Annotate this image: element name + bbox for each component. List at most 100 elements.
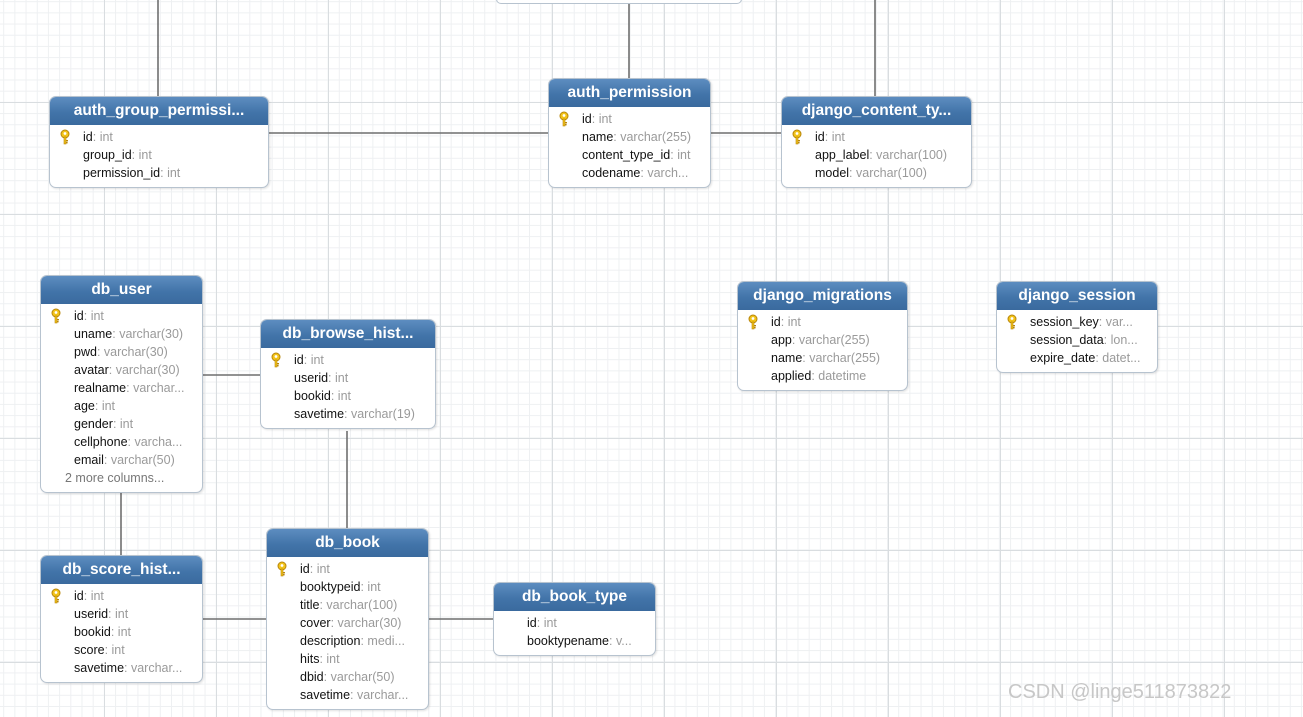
column-type: varchar(30) (115, 363, 180, 377)
column-row[interactable]: savetime: varchar(19) (261, 405, 435, 423)
column-type-separator: : (110, 625, 118, 639)
column-row[interactable]: gender: int (41, 415, 202, 433)
column-row[interactable]: uname: varchar(30) (41, 325, 202, 343)
primary-key-icon (1007, 314, 1017, 330)
table-header[interactable]: django_session (997, 282, 1157, 310)
column-type: varchar(30) (103, 345, 168, 359)
column-row[interactable]: id: int (267, 560, 428, 578)
column-row[interactable]: email: varchar(50) (41, 451, 202, 469)
column-row[interactable]: age: int (41, 397, 202, 415)
column-type-separator: : (103, 453, 111, 467)
column-row[interactable]: id: int (41, 587, 202, 605)
table-header[interactable]: auth_permission (549, 79, 710, 107)
column-row[interactable]: savetime: varchar... (267, 686, 428, 704)
column-type: varchar... (130, 661, 183, 675)
column-type: int (326, 652, 340, 666)
column-row[interactable]: hits: int (267, 650, 428, 668)
column-type-separator: : (609, 634, 616, 648)
column-row[interactable]: cellphone: varcha... (41, 433, 202, 451)
column-row[interactable]: id: int (261, 351, 435, 369)
column-row[interactable]: id: int (738, 313, 907, 331)
column-name: app (771, 333, 792, 347)
column-type-separator: : (328, 371, 335, 385)
column-row[interactable]: id: int (549, 110, 710, 128)
primary-key-icon (51, 588, 61, 604)
column-row[interactable]: app: varchar(255) (738, 331, 907, 349)
table-header[interactable]: db_book_type (494, 583, 655, 611)
column-row[interactable]: id: int (41, 307, 202, 325)
column-row[interactable]: savetime: varchar... (41, 659, 202, 677)
column-row[interactable]: userid: int (261, 369, 435, 387)
column-row[interactable]: bookid: int (261, 387, 435, 405)
column-name: id (527, 616, 537, 630)
column-row[interactable]: permission_id: int (50, 164, 268, 182)
column-type-separator: : (83, 309, 91, 323)
column-row[interactable]: cover: varchar(30) (267, 614, 428, 632)
column-row[interactable]: title: varchar(100) (267, 596, 428, 614)
column-name: name (771, 351, 803, 365)
column-row[interactable]: applied: datetime (738, 367, 907, 385)
column-row[interactable]: content_type_id: int (549, 146, 710, 164)
column-type-separator: : (536, 616, 544, 630)
more-columns-link[interactable]: 2 more columns... (65, 471, 165, 485)
column-name: uname (74, 327, 113, 341)
column-row[interactable]: name: varchar(255) (549, 128, 710, 146)
column-row[interactable]: model: varchar(100) (782, 164, 971, 182)
column-row[interactable]: bookid: int (41, 623, 202, 641)
column-name: content_type_id (582, 148, 671, 162)
column-row[interactable]: session_data: lon... (997, 331, 1157, 349)
table-header[interactable]: db_book (267, 529, 428, 557)
table-header[interactable]: db_score_hist... (41, 556, 202, 584)
column-row[interactable]: avatar: varchar(30) (41, 361, 202, 379)
table-header[interactable]: django_migrations (738, 282, 907, 310)
column-type: varchar(100) (326, 598, 398, 612)
column-row[interactable]: id: int (782, 128, 971, 146)
column-row[interactable]: description: medi... (267, 632, 428, 650)
column-type: int (115, 607, 129, 621)
column-list: session_key: var...session_data: lon...e… (997, 310, 1157, 372)
column-row[interactable]: id: int (494, 614, 655, 632)
table-header[interactable]: auth_group_permissi... (50, 97, 268, 125)
primary-key-icon (559, 111, 569, 127)
column-row[interactable]: app_label: varchar(100) (782, 146, 971, 164)
table-header[interactable]: db_user (41, 276, 202, 304)
column-row[interactable]: pwd: varchar(30) (41, 343, 202, 361)
column-row[interactable]: codename: varch... (549, 164, 710, 182)
column-row[interactable]: session_key: var... (997, 313, 1157, 331)
table-header[interactable]: db_browse_hist... (261, 320, 435, 348)
column-row[interactable]: realname: varchar... (41, 379, 202, 397)
column-row[interactable]: expire_date: datet... (997, 349, 1157, 367)
column-row[interactable]: booktypename: v... (494, 632, 655, 650)
column-name: gender (74, 417, 113, 431)
column-row[interactable]: booktypeid: int (267, 578, 428, 596)
table-header[interactable]: django_content_ty... (782, 97, 971, 125)
column-type-separator: : (780, 315, 788, 329)
column-row[interactable]: name: varchar(255) (738, 349, 907, 367)
column-type-separator: : (330, 616, 338, 630)
column-row[interactable]: id: int (50, 128, 268, 146)
column-name: session_data (1030, 333, 1104, 347)
column-name: cover (300, 616, 331, 630)
column-type-separator: : (96, 345, 104, 359)
column-type-separator: : (344, 407, 351, 421)
column-type: datet... (1102, 351, 1141, 365)
column-row[interactable]: score: int (41, 641, 202, 659)
column-row[interactable]: userid: int (41, 605, 202, 623)
column-row[interactable]: group_id: int (50, 146, 268, 164)
column-row[interactable]: dbid: varchar(50) (267, 668, 428, 686)
column-type: int (167, 166, 181, 180)
